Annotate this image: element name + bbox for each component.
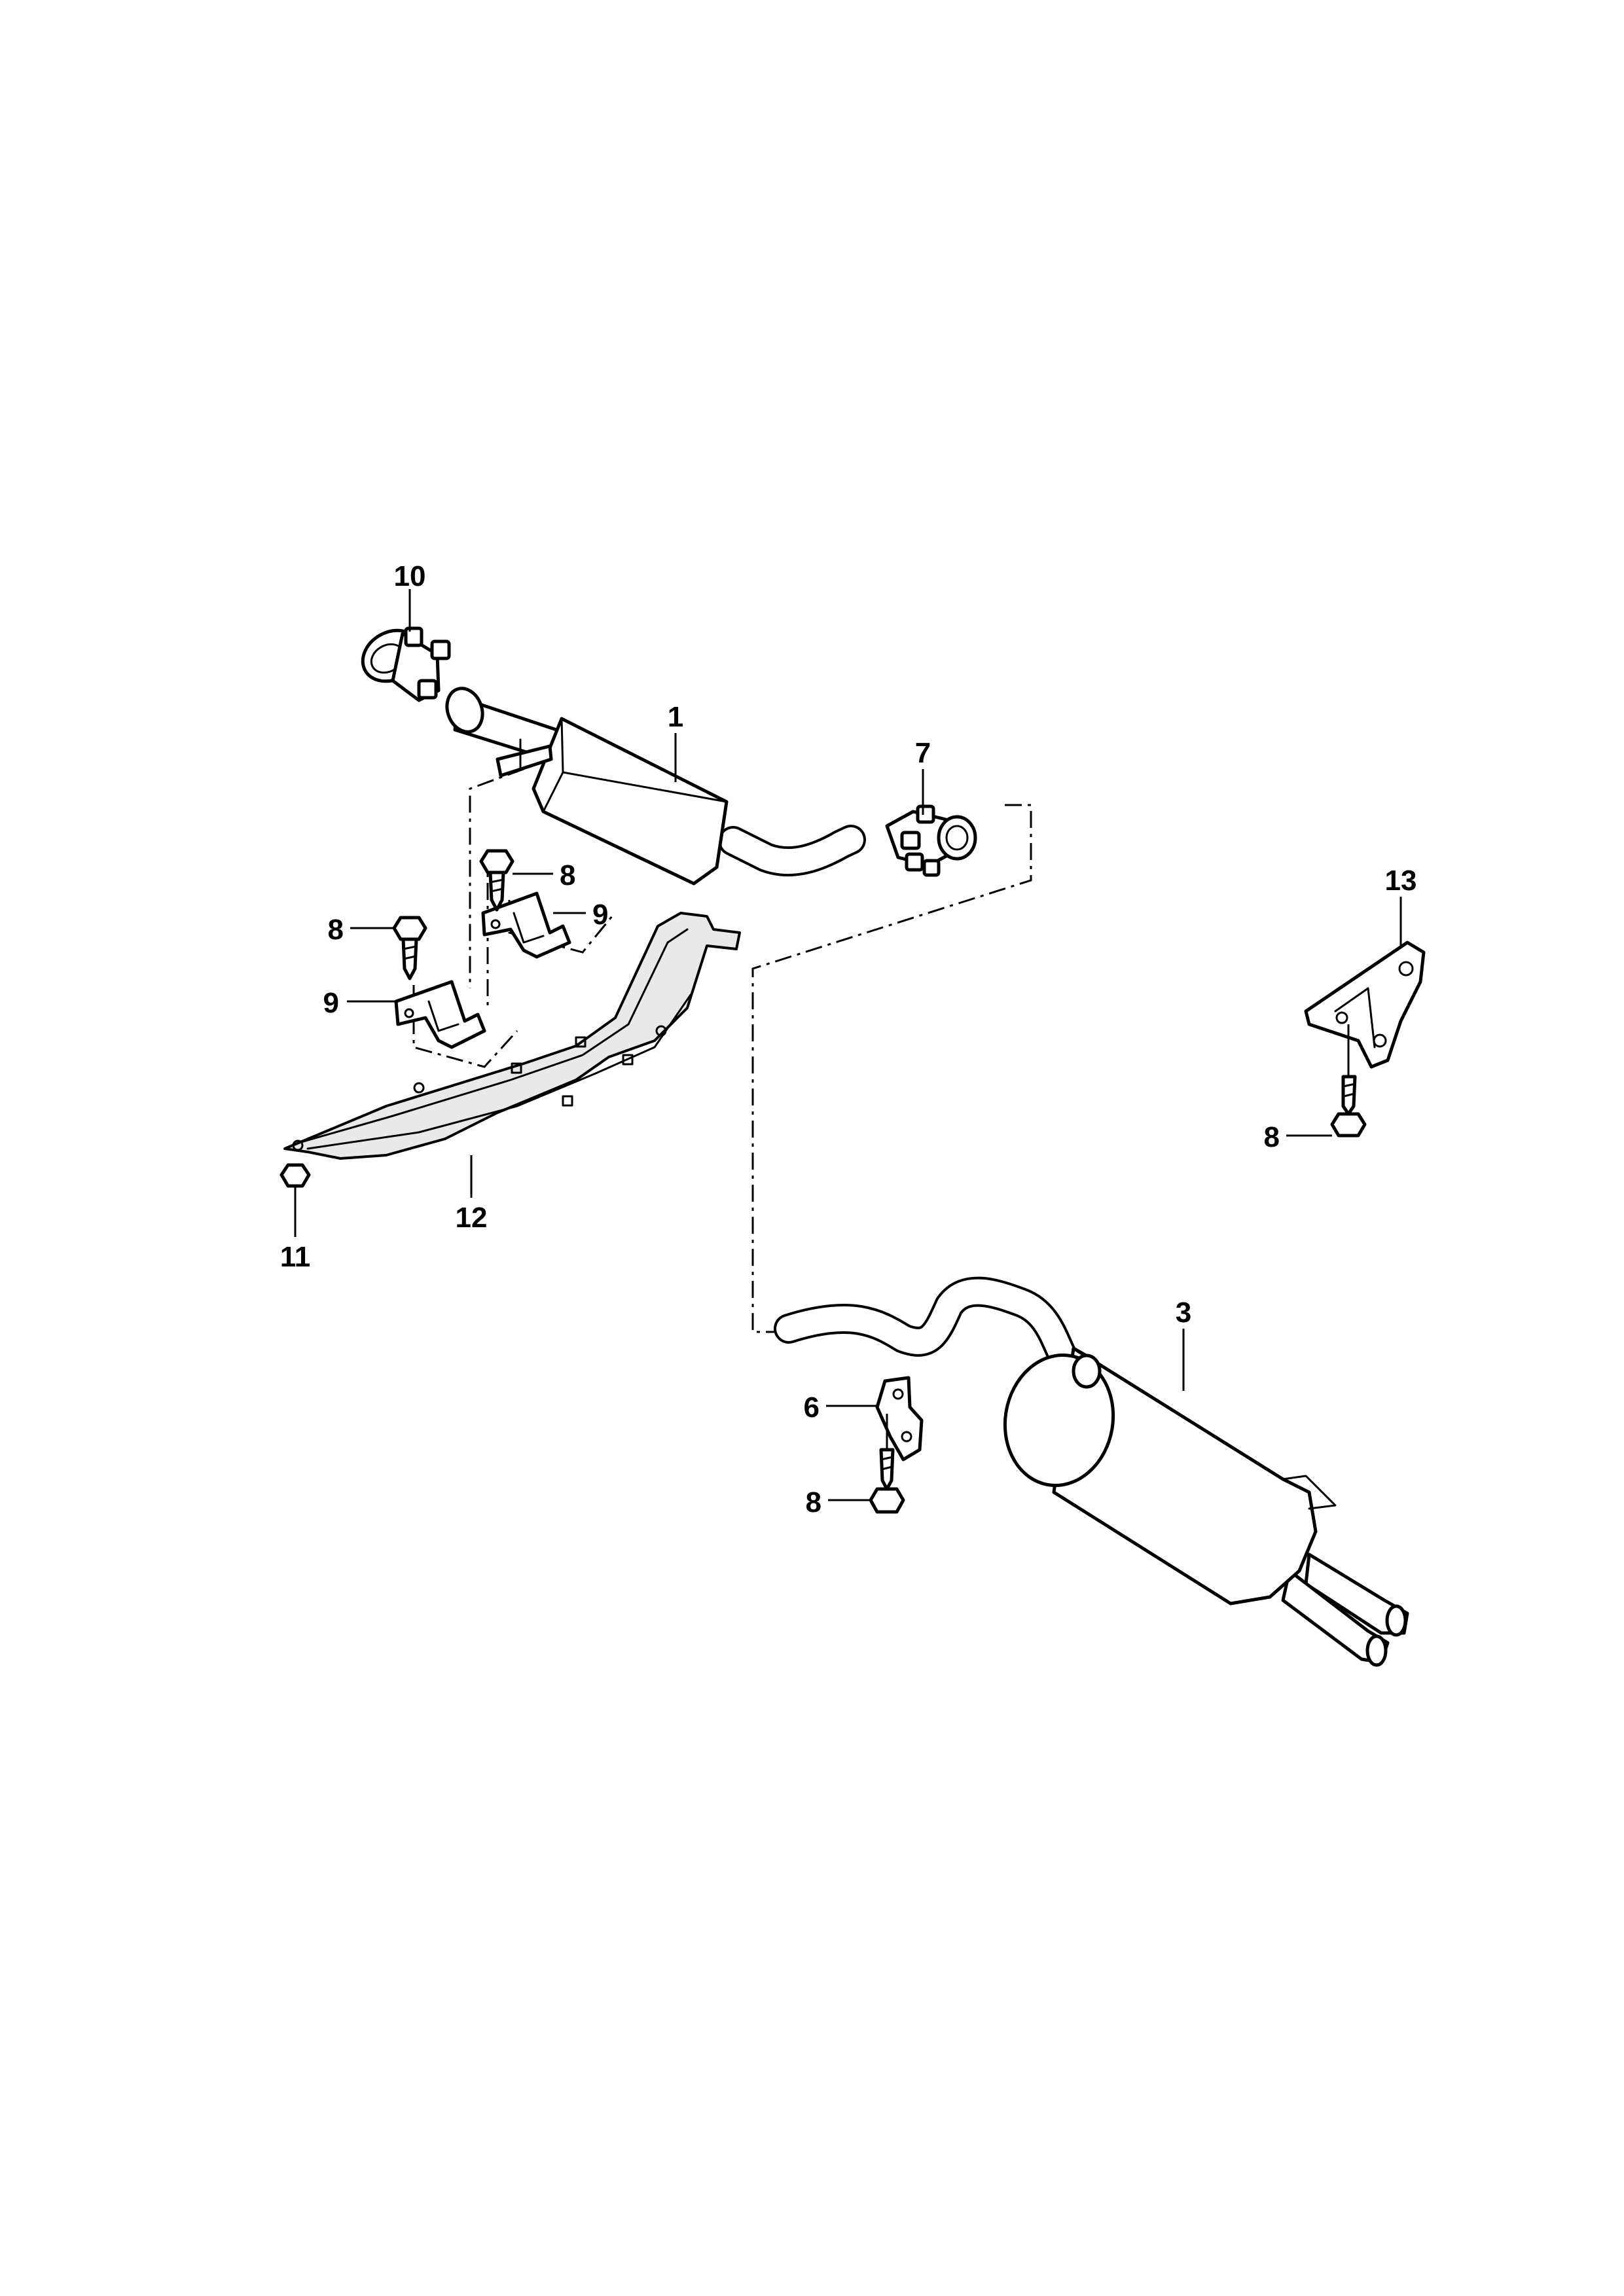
callout-8-lower: 8 bbox=[806, 1486, 821, 1518]
callout-7: 7 bbox=[915, 737, 931, 769]
callout-10: 10 bbox=[394, 560, 426, 592]
heat-shield-12[interactable] bbox=[283, 912, 741, 1198]
callout-9-lower: 9 bbox=[323, 987, 339, 1019]
bracket-9-upper[interactable] bbox=[481, 891, 586, 959]
bolt-8-left[interactable] bbox=[350, 916, 427, 980]
bolt-8-lower[interactable] bbox=[828, 1414, 905, 1514]
callout-8-right: 8 bbox=[1264, 1121, 1280, 1153]
callout-6: 6 bbox=[804, 1391, 820, 1424]
callout-3: 3 bbox=[1176, 1297, 1191, 1329]
front-muffler-1[interactable] bbox=[441, 683, 866, 886]
bracket-13[interactable] bbox=[1304, 897, 1426, 1069]
clamp-7[interactable] bbox=[885, 769, 977, 877]
callout-labels: 10 1 7 8 9 8 9 13 8 12 11 3 6 8 bbox=[280, 560, 1417, 1518]
callout-1: 1 bbox=[668, 701, 683, 733]
callout-11: 11 bbox=[280, 1241, 311, 1273]
callout-13: 13 bbox=[1385, 865, 1417, 897]
callout-8-left: 8 bbox=[328, 914, 344, 946]
rear-muffler-3[interactable] bbox=[774, 1276, 1409, 1667]
callout-9-upper: 9 bbox=[592, 899, 608, 931]
hanger-6[interactable] bbox=[826, 1376, 924, 1462]
nut-11[interactable] bbox=[280, 1163, 311, 1237]
callout-12: 12 bbox=[456, 1202, 488, 1234]
bolt-8-right[interactable] bbox=[1286, 1024, 1367, 1138]
callout-8-upper: 8 bbox=[560, 859, 575, 891]
bolt-8-upper[interactable] bbox=[479, 849, 553, 912]
bracket-9-lower[interactable] bbox=[347, 980, 486, 1049]
clamp-10[interactable] bbox=[353, 589, 451, 702]
